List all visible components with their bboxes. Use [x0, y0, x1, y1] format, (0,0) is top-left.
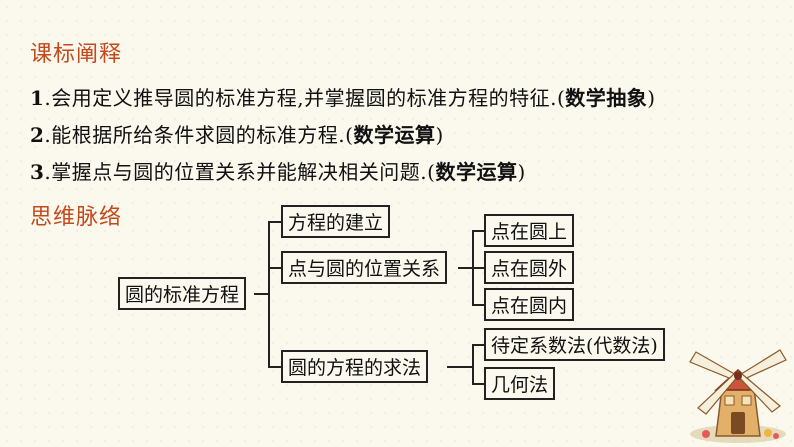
mindmap-branch-2: 点与圆的位置关系 [281, 251, 448, 284]
mindmap-branch-3: 圆的方程的求法 [281, 350, 429, 383]
objective-tag: 数学抽象 [565, 86, 648, 110]
objective-number: 2 [30, 123, 45, 147]
mindmap-leaf-undetermined-coefficients: 待定系数法(代数法) [484, 328, 665, 361]
windmill-icon [689, 349, 787, 443]
objective-text: .掌握点与圆的位置关系并能解决相关问题.( [44, 160, 436, 184]
objective-close: ) [435, 123, 444, 147]
objective-text: .会用定义推导圆的标准方程,并掌握圆的标准方程的特征.( [44, 86, 566, 110]
mindmap-branch-1: 方程的建立 [281, 205, 391, 238]
objective-close: ) [647, 86, 656, 110]
objective-1: 1.会用定义推导圆的标准方程,并掌握圆的标准方程的特征.(数学抽象) [30, 82, 656, 111]
mindmap-leaf-outside-circle: 点在圆外 [484, 251, 575, 284]
objective-tag: 数学运算 [435, 160, 518, 184]
mindmap-leaf-geometric: 几何法 [484, 367, 556, 400]
objective-number: 1 [30, 86, 45, 110]
mindmap-leaf-inside-circle: 点在圆内 [484, 288, 575, 321]
section-heading-standard: 课标阐释 [30, 42, 123, 67]
objective-2: 2.能根据所给条件求圆的标准方程.(数学运算) [30, 119, 444, 148]
objective-text: .能根据所给条件求圆的标准方程.( [44, 123, 354, 147]
objective-tag: 数学运算 [353, 123, 436, 147]
objective-3: 3.掌握点与圆的位置关系并能解决相关问题.(数学运算) [30, 156, 526, 185]
section-heading-mindmap: 思维脉络 [30, 205, 123, 230]
objective-close: ) [517, 160, 526, 184]
mindmap-root: 圆的标准方程 [118, 277, 247, 310]
mindmap-leaf-on-circle: 点在圆上 [484, 214, 575, 247]
objective-number: 3 [30, 160, 45, 184]
